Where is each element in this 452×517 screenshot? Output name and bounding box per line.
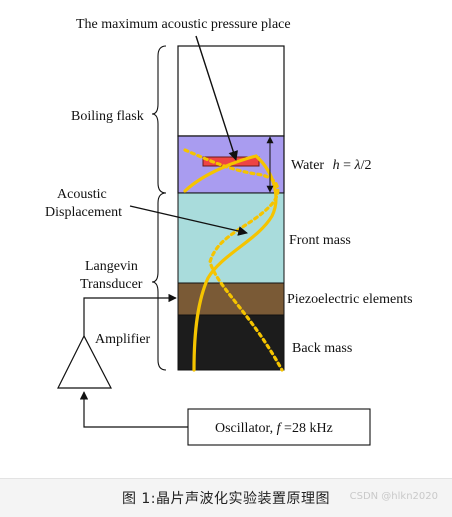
- oscillator-wire: [79, 391, 188, 428]
- amplifier-output-wire: [83, 293, 177, 336]
- acoustic-label-line2: Displacement: [45, 205, 122, 220]
- acoustic-displacement-wave: [183, 154, 278, 372]
- water-eq: =: [340, 158, 355, 173]
- water-lambda: λ: [353, 158, 360, 173]
- amplifier-triangle: [57, 334, 112, 389]
- water-tail: /2: [361, 158, 372, 173]
- amplifier-label: Amplifier: [95, 332, 151, 347]
- boiling-flask-tube: [177, 45, 285, 137]
- front-mass-label: Front mass: [289, 233, 351, 248]
- boiling-flask-label: Boiling flask: [71, 109, 144, 124]
- osc-value: =28 kHz: [281, 421, 333, 436]
- osc-var: f: [277, 421, 283, 436]
- piezoelectric-block: [177, 282, 285, 316]
- osc-prefix: Oscillator,: [215, 421, 277, 436]
- watermark: CSDN @hlkn2020: [349, 491, 438, 502]
- back-mass-label: Back mass: [292, 341, 352, 356]
- apparatus-diagram: The maximum acoustic pressure place Boil…: [45, 17, 413, 446]
- front-mass-block: [177, 192, 285, 284]
- acoustic-label-line1: Acoustic: [57, 187, 107, 202]
- water-label: Water h = λ/2: [291, 158, 371, 173]
- langevin-label-line1: Langevin: [85, 259, 138, 274]
- water-var: h: [333, 158, 340, 173]
- figure-caption: 图 1:晶片声波化实验装置原理图: [121, 491, 331, 507]
- diagram: The maximum acoustic pressure place Boil…: [45, 17, 413, 446]
- acoustic-displacement-pointer: [129, 205, 248, 236]
- caption-bar: 图 1:晶片声波化实验装置原理图 CSDN @hlkn2020: [0, 478, 452, 517]
- acoustic-pressure-wave: [183, 148, 284, 372]
- boiling-flask-brace: [151, 45, 167, 194]
- langevin-transducer-brace: [151, 192, 167, 371]
- water-prefix: Water: [291, 158, 324, 173]
- oscillator-box: [187, 408, 371, 446]
- max-pressure-pointer: [195, 35, 238, 161]
- langevin-label-line2: Transducer: [80, 277, 143, 292]
- oscillator-label: Oscillator, f =28 kHz: [215, 421, 333, 436]
- max-pressure-label: The maximum acoustic pressure place: [76, 17, 291, 32]
- piezo-label: Piezoelectric elements: [287, 292, 413, 307]
